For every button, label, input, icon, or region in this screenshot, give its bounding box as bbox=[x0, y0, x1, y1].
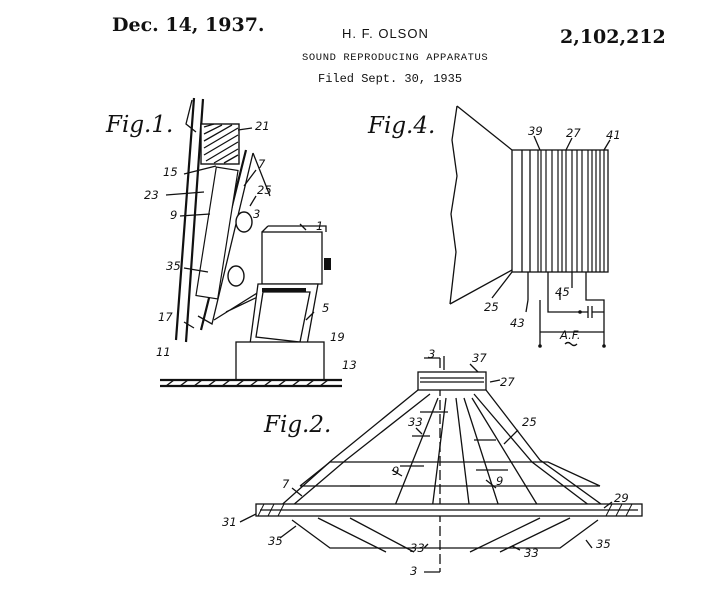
ref-numeral: 35 bbox=[268, 534, 283, 548]
ref-numeral: 21 bbox=[255, 119, 270, 133]
ref-numeral: 1 bbox=[316, 219, 323, 233]
figure-2-drawing: Fig.2. bbox=[222, 347, 643, 578]
ref-numeral: 9 bbox=[496, 474, 503, 488]
ref-numeral: 33 bbox=[408, 415, 423, 429]
ref-numeral: 33 bbox=[410, 541, 425, 555]
figure-1-reference-numerals: 21 15 7 23 25 9 3 1 35 5 17 19 11 13 bbox=[144, 119, 357, 372]
filing-date: Filed Sept. 30, 1935 bbox=[318, 72, 463, 86]
patent-number: 2,102,212 bbox=[560, 26, 666, 48]
figure-4-drawing: Fig.4. bbox=[367, 105, 621, 348]
figure-2-label: Fig.2. bbox=[263, 412, 331, 438]
ref-numeral: 29 bbox=[614, 491, 629, 505]
patent-title: SOUND REPRODUCING APPARATUS bbox=[302, 52, 489, 64]
figure-1-label: Fig.1. bbox=[105, 112, 173, 138]
ref-numeral: 25 bbox=[257, 183, 272, 197]
ref-numeral: A.F. bbox=[559, 328, 581, 342]
ref-numeral: 27 bbox=[566, 126, 581, 140]
figure-4-label: Fig.4. bbox=[367, 113, 435, 139]
ref-numeral: 7 bbox=[258, 157, 266, 171]
ref-numeral: 9 bbox=[170, 208, 177, 222]
ref-numeral: 3 bbox=[253, 207, 260, 221]
ref-numeral: 35 bbox=[166, 259, 181, 273]
ref-numeral: 37 bbox=[472, 351, 487, 365]
patent-date: Dec. 14, 1937. bbox=[112, 14, 265, 36]
figure-2-reference-numerals: 3 37 27 33 25 9 9 7 29 31 35 33 33 35 3 bbox=[222, 347, 629, 578]
coil-winding-lines bbox=[537, 150, 605, 272]
ref-numeral: 27 bbox=[500, 375, 515, 389]
ref-numeral: 3 bbox=[428, 347, 435, 361]
ref-numeral: 3 bbox=[410, 564, 417, 578]
ref-numeral: 33 bbox=[524, 546, 539, 560]
ref-numeral: 35 bbox=[596, 537, 611, 551]
ref-numeral: 13 bbox=[342, 358, 357, 372]
ref-numeral: 7 bbox=[282, 477, 290, 491]
ref-numeral: 39 bbox=[528, 124, 543, 138]
ref-numeral: 43 bbox=[510, 316, 525, 330]
ref-numeral: 25 bbox=[484, 300, 499, 314]
ref-numeral: 23 bbox=[144, 188, 159, 202]
ref-numeral: 17 bbox=[158, 310, 173, 324]
ref-numeral: 25 bbox=[522, 415, 537, 429]
ref-numeral: 19 bbox=[330, 330, 345, 344]
ref-numeral: 41 bbox=[606, 128, 621, 142]
ref-numeral: 15 bbox=[163, 165, 178, 179]
inventor-name: H. F. OLSON bbox=[342, 26, 429, 41]
ref-numeral: 9 bbox=[392, 464, 399, 478]
flange-hatching bbox=[257, 503, 633, 517]
figure-4-reference-numerals: 39 27 41 25 43 45 A.F. bbox=[484, 124, 621, 342]
ref-numeral: 31 bbox=[222, 515, 237, 529]
ref-numeral: 11 bbox=[156, 345, 171, 359]
figure-1-drawing: Fig.1. bbox=[105, 97, 357, 388]
ref-numeral: 5 bbox=[322, 301, 329, 315]
ref-numeral: 45 bbox=[555, 285, 570, 299]
